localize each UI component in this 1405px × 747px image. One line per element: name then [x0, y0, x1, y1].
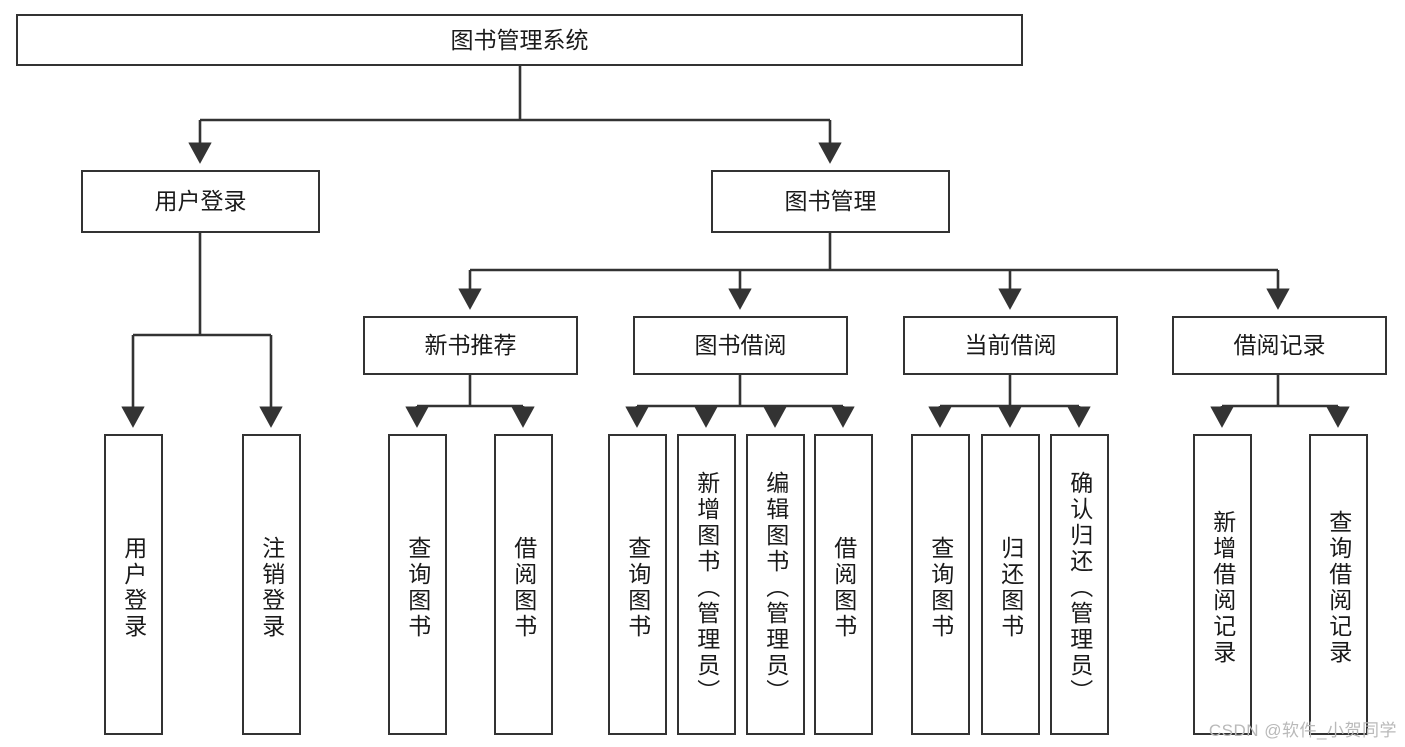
node-leaf-confirm-return-admin[interactable]: 确认归还（管理员） [1050, 434, 1109, 735]
node-leaf-query-book-2-label: 查询图书 [624, 535, 651, 640]
node-leaf-borrow-book-2-label: 借阅图书 [830, 535, 857, 640]
node-leaf-logout-login-label: 注销登录 [258, 535, 285, 640]
node-leaf-user-login[interactable]: 用户登录 [104, 434, 163, 735]
node-leaf-query-book-1-label: 查询图书 [404, 535, 431, 640]
node-leaf-confirm-return-admin-label: 确认归还（管理员） [1066, 470, 1093, 705]
node-current-borrow[interactable]: 当前借阅 [903, 316, 1118, 375]
node-leaf-borrow-book-1-label: 借阅图书 [510, 535, 537, 640]
node-leaf-return-book-label: 归还图书 [997, 535, 1024, 640]
node-leaf-query-book-3-label: 查询图书 [927, 535, 954, 640]
node-new-book-recommend-label: 新书推荐 [424, 332, 517, 359]
node-leaf-add-borrow-record[interactable]: 新增借阅记录 [1193, 434, 1252, 735]
node-leaf-query-borrow-record-label: 查询借阅记录 [1325, 509, 1352, 666]
node-leaf-query-book-3[interactable]: 查询图书 [911, 434, 970, 735]
node-borrow-record-label: 借阅记录 [1233, 332, 1326, 359]
node-leaf-borrow-book-2[interactable]: 借阅图书 [814, 434, 873, 735]
node-leaf-edit-book-admin-label: 编辑图书（管理员） [762, 470, 789, 705]
node-book-borrow-label: 图书借阅 [694, 332, 787, 359]
node-leaf-edit-book-admin[interactable]: 编辑图书（管理员） [746, 434, 805, 735]
node-user-login[interactable]: 用户登录 [81, 170, 320, 233]
node-borrow-record[interactable]: 借阅记录 [1172, 316, 1387, 375]
node-leaf-query-book-1[interactable]: 查询图书 [388, 434, 447, 735]
node-leaf-borrow-book-1[interactable]: 借阅图书 [494, 434, 553, 735]
node-new-book-recommend[interactable]: 新书推荐 [363, 316, 578, 375]
node-leaf-add-book-admin-label: 新增图书（管理员） [693, 470, 720, 705]
node-leaf-user-login-label: 用户登录 [120, 535, 147, 640]
node-leaf-query-borrow-record[interactable]: 查询借阅记录 [1309, 434, 1368, 735]
node-leaf-logout-login[interactable]: 注销登录 [242, 434, 301, 735]
csdn-watermark: CSDN @软件_小贺同学 [1208, 721, 1397, 740]
node-root-title[interactable]: 图书管理系统 [16, 14, 1023, 66]
node-root-title-label: 图书管理系统 [450, 26, 589, 53]
node-leaf-add-borrow-record-label: 新增借阅记录 [1209, 509, 1236, 666]
node-leaf-query-book-2[interactable]: 查询图书 [608, 434, 667, 735]
node-current-borrow-label: 当前借阅 [964, 332, 1057, 359]
node-book-borrow[interactable]: 图书借阅 [633, 316, 848, 375]
node-leaf-return-book[interactable]: 归还图书 [981, 434, 1040, 735]
node-leaf-add-book-admin[interactable]: 新增图书（管理员） [677, 434, 736, 735]
node-book-management[interactable]: 图书管理 [711, 170, 950, 233]
node-book-management-label: 图书管理 [784, 188, 877, 215]
node-user-login-label: 用户登录 [154, 188, 247, 215]
